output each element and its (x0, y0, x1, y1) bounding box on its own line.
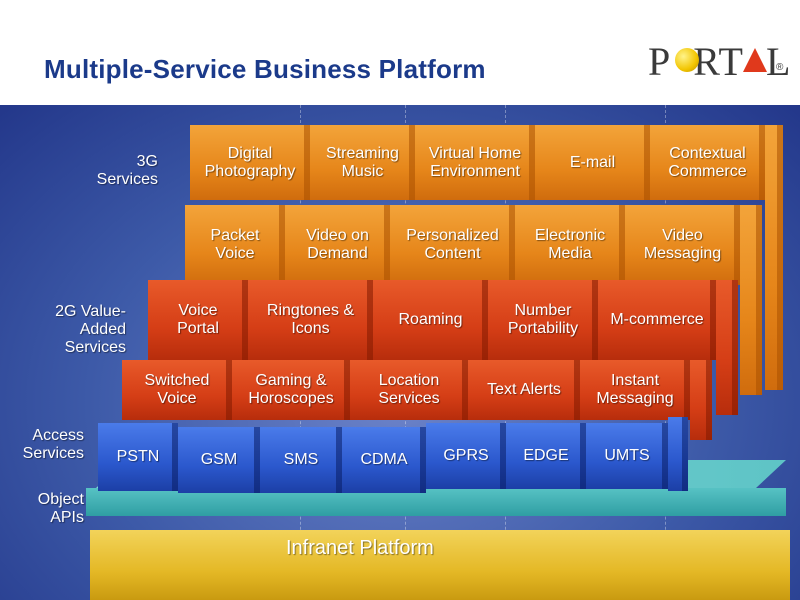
access-block: GSM (178, 427, 260, 493)
blue-column-side (668, 417, 688, 491)
service-block: Gaming & Horoscopes (232, 360, 350, 420)
service-block: Number Portability (488, 280, 598, 360)
access-block: UMTS (586, 423, 668, 489)
logo-red-triangle-icon (743, 48, 767, 72)
service-block: M-commerce (598, 280, 716, 360)
access-block: CDMA (342, 427, 426, 493)
orange-column-side (740, 205, 762, 395)
service-block: Roaming (373, 280, 488, 360)
service-block: Voice Portal (148, 280, 248, 360)
portal-logo: P RT L ® (648, 36, 792, 84)
service-block: Streaming Music (310, 125, 415, 200)
logo-registered-mark: ® (776, 62, 784, 73)
service-block: E-mail (535, 125, 650, 200)
access-block: SMS (260, 427, 342, 493)
infranet-platform-layer (90, 530, 790, 600)
orange-column-side (765, 125, 783, 390)
service-block: Text Alerts (468, 360, 580, 420)
logo-yellow-dot-icon (675, 48, 699, 72)
service-block: Ringtones & Icons (248, 280, 373, 360)
service-block: Switched Voice (122, 360, 232, 420)
red-column-side (716, 280, 738, 415)
service-block: Packet Voice (185, 205, 285, 285)
access-block: EDGE (506, 423, 586, 489)
service-block: Video Messaging (625, 205, 740, 285)
infranet-platform-label: Infranet Platform (286, 537, 434, 559)
logo-text-image: P RT L (648, 39, 792, 84)
red-column-side (690, 360, 712, 440)
service-block: Personalized Content (390, 205, 515, 285)
row-label-access: Access Services (22, 427, 84, 462)
service-block: Contextual Commerce (650, 125, 765, 200)
access-block: PSTN (98, 423, 178, 491)
row-label-object-apis: Object APIs (37, 491, 84, 526)
service-block: Instant Messaging (580, 360, 690, 420)
service-block: Digital Photography (190, 125, 310, 200)
diagram-stage: Infranet Platform Digital Photography St… (0, 105, 800, 600)
service-block: Video on Demand (285, 205, 390, 285)
row-label-3g: 3G Services (96, 153, 158, 188)
slide-header: Multiple-Service Business Platform P RT … (0, 0, 800, 105)
access-block: GPRS (426, 423, 506, 489)
slide-title: Multiple-Service Business Platform (44, 54, 486, 84)
service-block: Location Services (350, 360, 468, 420)
row-label-2g: 2G Value- Added Services (55, 303, 126, 356)
service-block: Electronic Media (515, 205, 625, 285)
service-block: Virtual Home Environment (415, 125, 535, 200)
